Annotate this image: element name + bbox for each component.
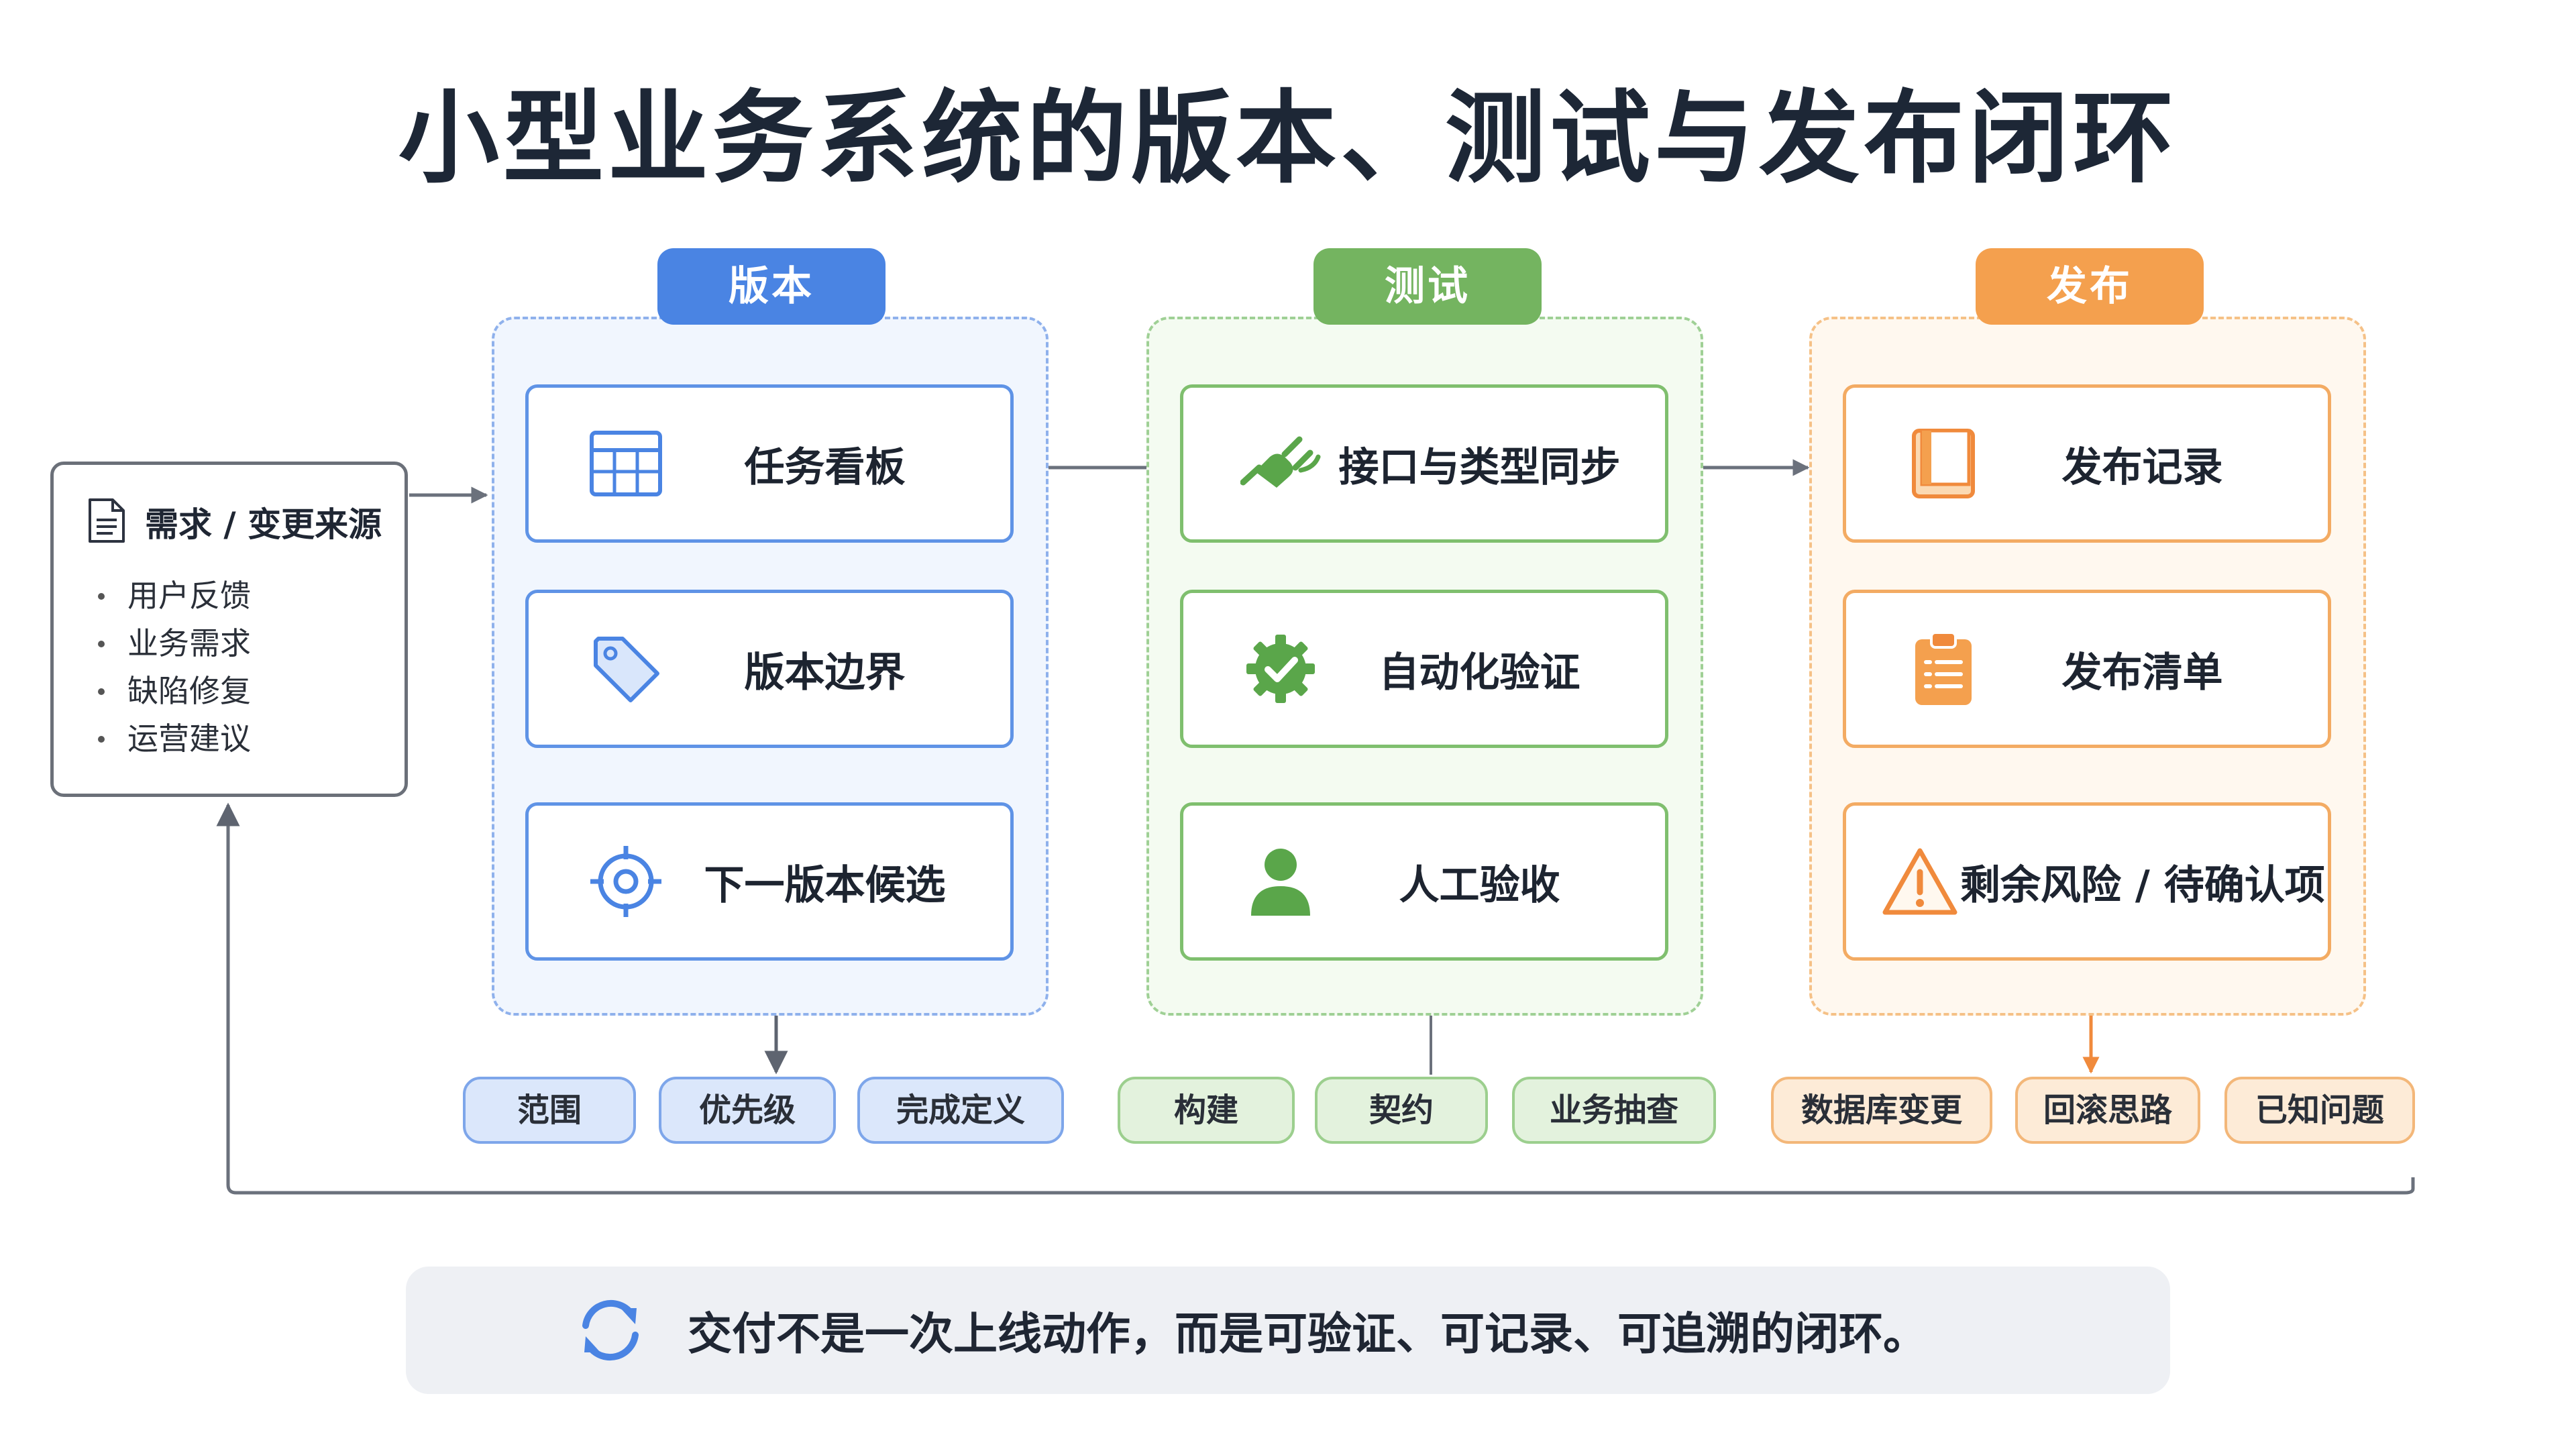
step-automated-verification: 自动化验证 bbox=[1180, 590, 1668, 748]
notebook-icon bbox=[1903, 423, 1984, 504]
page-title: 小型业务系统的版本、测试与发布闭环 bbox=[398, 80, 2178, 197]
tag-rollback-plan: 回滚思路 bbox=[2015, 1077, 2200, 1144]
step-label: 发布清单 bbox=[2061, 649, 2223, 696]
plug-icon bbox=[1240, 423, 1321, 504]
step-api-type-sync: 接口与类型同步 bbox=[1180, 384, 1668, 543]
list-item: 运营建议 bbox=[86, 715, 405, 763]
step-release-record: 发布记录 bbox=[1843, 384, 2331, 543]
step-label: 接口与类型同步 bbox=[1338, 443, 1621, 491]
step-label: 自动化验证 bbox=[1379, 649, 1580, 696]
summary-banner: 交付不是一次上线动作，而是可验证、可记录、可追溯的闭环。 bbox=[406, 1267, 2170, 1394]
target-icon bbox=[586, 841, 666, 922]
step-task-board: 任务看板 bbox=[525, 384, 1014, 543]
source-title: 需求 / 变更来源 bbox=[145, 505, 382, 544]
testing-panel-title: 测试 bbox=[1313, 248, 1542, 325]
step-label: 人工验收 bbox=[1399, 861, 1560, 909]
tag-scope: 范围 bbox=[463, 1077, 636, 1144]
step-label: 发布记录 bbox=[2061, 443, 2223, 491]
step-next-version-candidate: 下一版本候选 bbox=[525, 802, 1014, 961]
tag-business-spot-check: 业务抽查 bbox=[1512, 1077, 1716, 1144]
step-manual-acceptance: 人工验收 bbox=[1180, 802, 1668, 961]
gear-check-icon bbox=[1240, 629, 1321, 709]
step-remaining-risks: 剩余风险 / 待确认项 bbox=[1843, 802, 2331, 961]
tag-database-change: 数据库变更 bbox=[1771, 1077, 1992, 1144]
list-item-label: 运营建议 bbox=[127, 720, 251, 757]
banner-text: 交付不是一次上线动作，而是可验证、可记录、可追溯的闭环。 bbox=[688, 1308, 1927, 1360]
list-item: 用户反馈 bbox=[86, 572, 405, 620]
warning-icon bbox=[1880, 841, 1960, 922]
step-release-checklist: 发布清单 bbox=[1843, 590, 2331, 748]
step-label: 下一版本候选 bbox=[704, 861, 946, 909]
list-item: 业务需求 bbox=[86, 620, 405, 667]
refresh-cycle-icon bbox=[570, 1290, 651, 1371]
table-icon bbox=[586, 423, 666, 504]
list-item-label: 业务需求 bbox=[127, 625, 251, 661]
step-label: 任务看板 bbox=[744, 443, 906, 491]
tag-contract: 契约 bbox=[1315, 1077, 1488, 1144]
tag-known-issues: 已知问题 bbox=[2224, 1077, 2415, 1144]
clipboard-icon bbox=[1903, 629, 1984, 709]
tag-icon bbox=[586, 629, 666, 709]
source-list: 用户反馈 业务需求 缺陷修复 运营建议 bbox=[86, 572, 405, 763]
list-item: 缺陷修复 bbox=[86, 667, 405, 715]
tag-definition-of-done: 完成定义 bbox=[857, 1077, 1064, 1144]
step-label: 剩余风险 / 待确认项 bbox=[1960, 861, 2325, 909]
release-panel-title: 发布 bbox=[1976, 248, 2204, 325]
document-icon bbox=[86, 497, 127, 547]
step-version-boundary: 版本边界 bbox=[525, 590, 1014, 748]
source-box: 需求 / 变更来源 用户反馈 业务需求 缺陷修复 运营建议 bbox=[50, 462, 408, 797]
list-item-label: 用户反馈 bbox=[127, 578, 251, 614]
person-icon bbox=[1240, 841, 1321, 922]
list-item-label: 缺陷修复 bbox=[127, 673, 251, 709]
version-panel-title: 版本 bbox=[657, 248, 885, 325]
step-label: 版本边界 bbox=[744, 649, 906, 696]
tag-priority: 优先级 bbox=[659, 1077, 836, 1144]
tag-build: 构建 bbox=[1118, 1077, 1295, 1144]
